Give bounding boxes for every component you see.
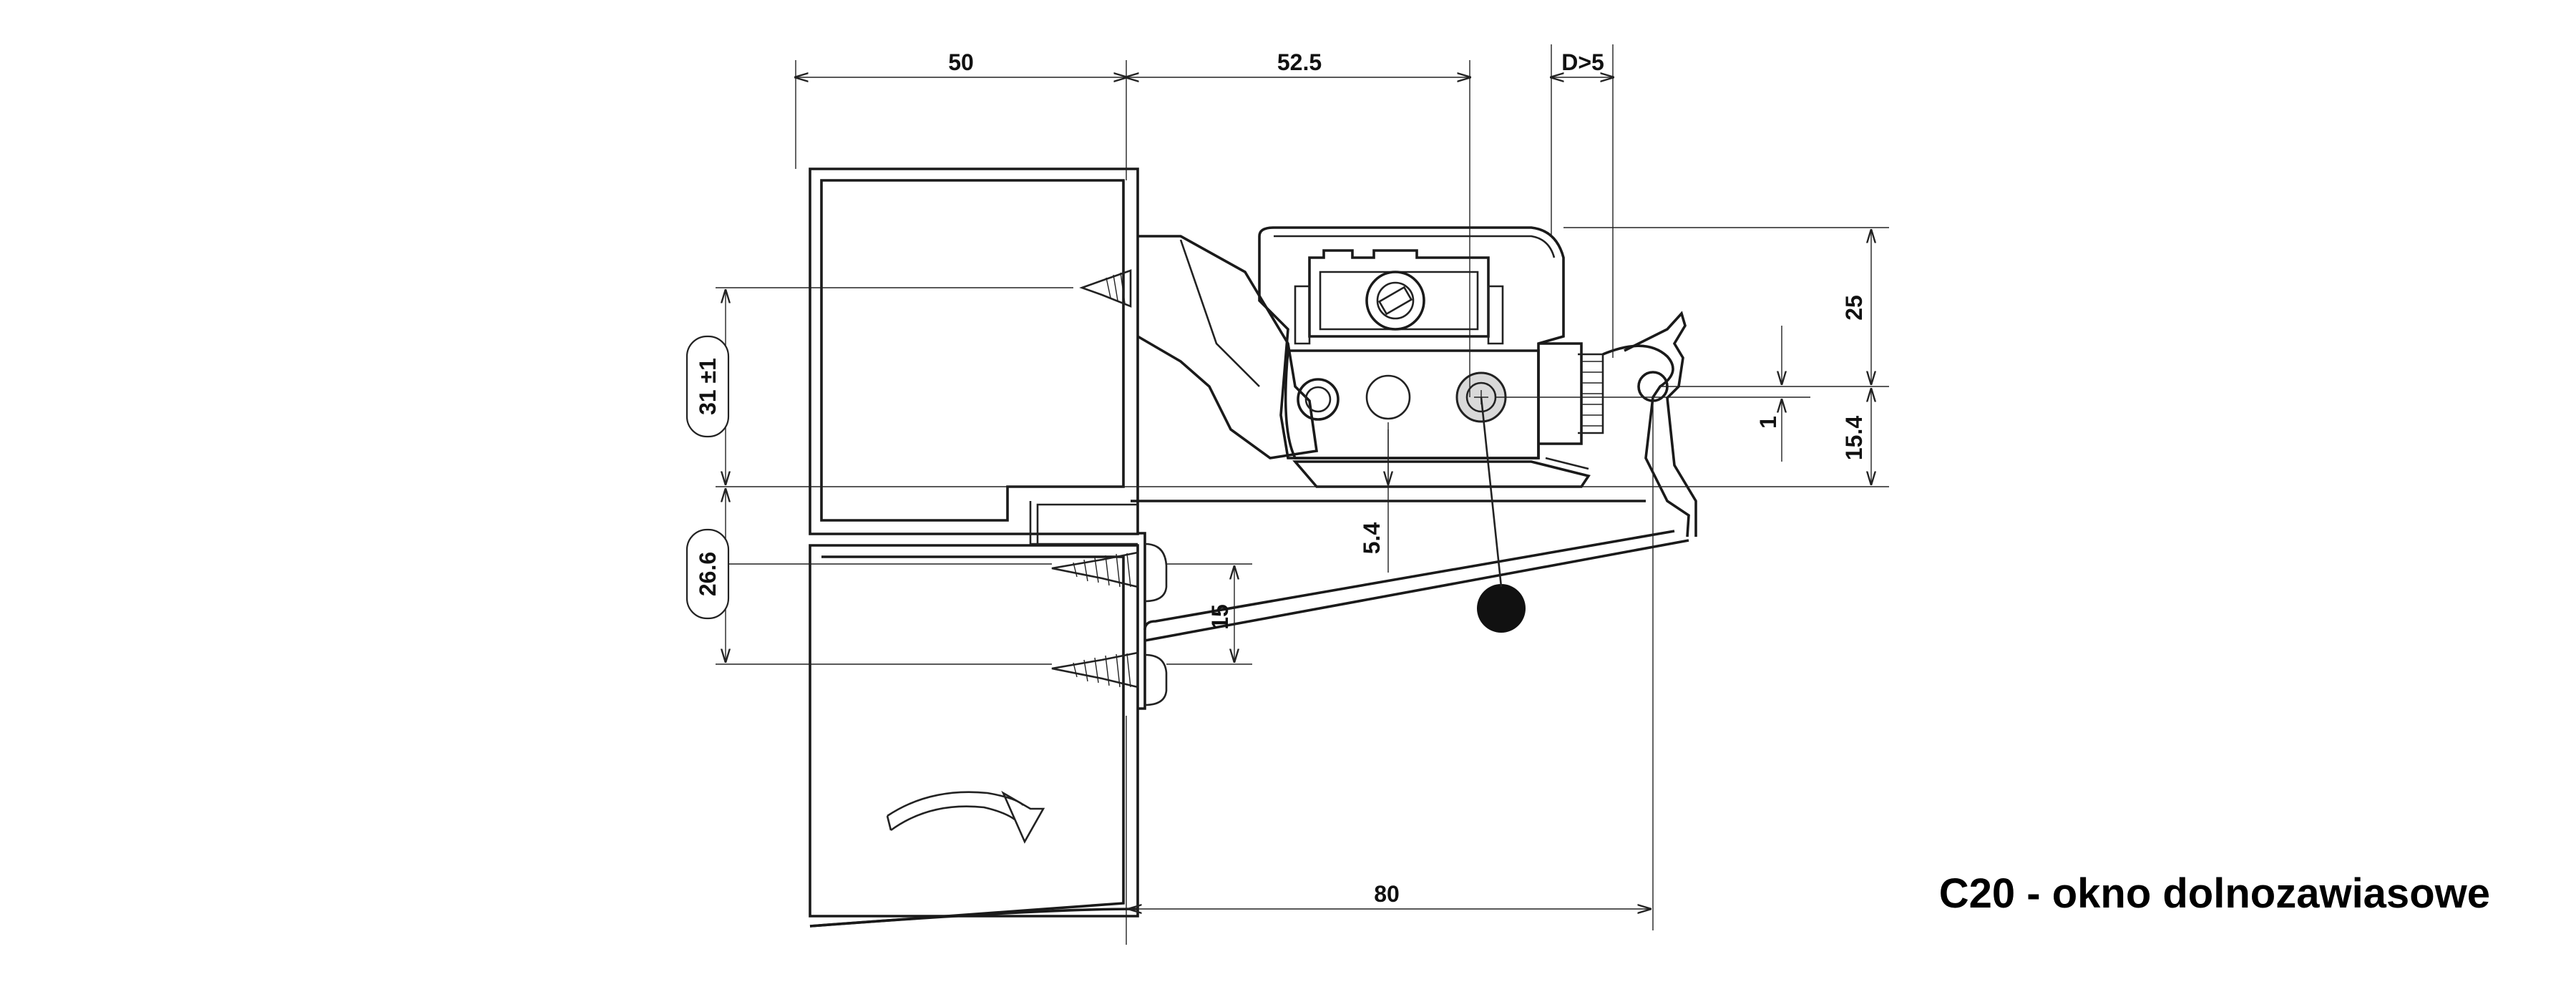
adjustment-knob: [1477, 584, 1526, 633]
rotation-arrow-icon: [886, 790, 1045, 844]
dim-5-4: 5.4: [1359, 522, 1385, 555]
dim-15: 15: [1207, 604, 1233, 630]
dim-26-6-box: [686, 528, 730, 620]
dim-52-5: 52.5: [1277, 49, 1322, 75]
dim-31: 31 ±1: [695, 358, 721, 415]
screw-bottom: [1051, 651, 1139, 689]
dim-d-gap: D>5: [1561, 49, 1604, 75]
frame-profile: [809, 167, 1139, 535]
dim-25: 25: [1841, 295, 1867, 321]
screw-top: [1079, 269, 1132, 308]
hinge-body: [1137, 226, 1697, 538]
dim-15-4: 15.4: [1841, 416, 1867, 460]
sash-profile: [809, 501, 1139, 928]
dim-50: 50: [948, 49, 974, 75]
dim-26-6: 26.6: [695, 552, 721, 596]
dim-80: 80: [1374, 881, 1400, 907]
dim-31-box: [686, 335, 730, 438]
screw-middle: [1051, 551, 1139, 588]
dim-1: 1: [1755, 416, 1781, 429]
drawing-caption: C20 - okno dolnozawiasowe: [1939, 870, 2490, 917]
